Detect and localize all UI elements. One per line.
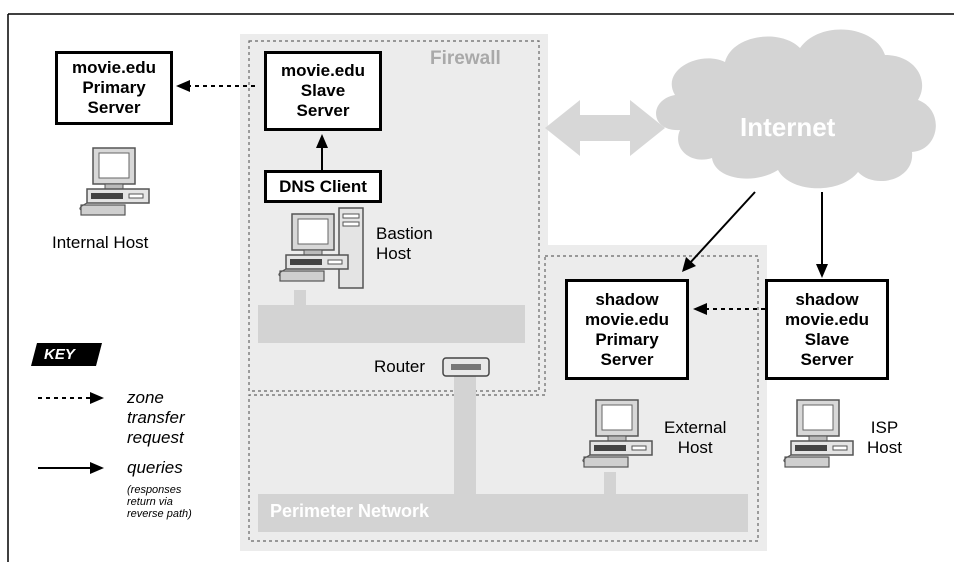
shadow-slave-server-box: shadow movie.edu Slave Server: [765, 279, 889, 380]
internet-cloud: [656, 29, 936, 189]
query-arrowhead-shadow-slave: [816, 264, 828, 278]
external-host-label: External Host: [664, 418, 726, 458]
isp-host-computer-icon: [783, 399, 854, 468]
key-note-label: (responses return via reverse path): [127, 484, 192, 520]
shadow-slave-line-3: Slave: [804, 329, 850, 349]
isp-host-label: ISP Host: [867, 418, 902, 458]
key-badge: [31, 343, 102, 366]
key-zone-line-1: zone: [127, 388, 164, 407]
bastion-host-line-2: Host: [376, 244, 411, 263]
shadow-slave-line-2: movie.edu: [784, 309, 870, 329]
key-note-line-3: reverse path): [127, 508, 192, 520]
external-host-link: [604, 472, 616, 496]
slave-server-line-2: Slave: [300, 81, 346, 100]
internet-label: Internet: [740, 112, 836, 142]
router-link: [454, 370, 476, 510]
shadow-primary-line-3: Primary: [595, 329, 659, 349]
internal-host-computer-icon: [79, 147, 150, 216]
key-zone-transfer-label: zone transfer request: [127, 388, 185, 448]
query-arrowhead-shadow-primary: [682, 257, 696, 272]
dns-client-box: DNS Client: [264, 170, 382, 203]
primary-server-line-2: Primary: [82, 78, 146, 97]
perimeter-boundary: [248, 255, 759, 542]
key-label: KEY: [44, 346, 75, 363]
shadow-primary-line-4: Server: [600, 349, 654, 369]
zone-transfer-arrowhead-shadow: [693, 303, 707, 315]
bastion-host-line-1: Bastion: [376, 224, 433, 243]
external-host-line-1: External: [664, 418, 727, 437]
external-host-line-2: Host: [677, 438, 713, 457]
perimeter-network-label: Perimeter Network: [270, 501, 430, 521]
movie-edu-slave-server-box: movie.edu Slave Server: [264, 51, 382, 131]
key-zone-line-2: transfer: [127, 408, 185, 427]
query-arrowhead-dns: [316, 134, 328, 148]
shadow-primary-server-box: shadow movie.edu Primary Server: [565, 279, 689, 380]
firewall-boundary: [248, 40, 540, 392]
movie-edu-primary-server-box: movie.edu Primary Server: [55, 51, 173, 125]
slave-server-line-1: movie.edu: [280, 61, 366, 80]
key-note-line-2: return via: [127, 496, 173, 508]
firewall-internet-link-arrow: [545, 100, 665, 156]
shadow-primary-line-1: shadow: [595, 289, 659, 309]
shadow-slave-line-1: shadow: [795, 289, 859, 309]
primary-server-line-3: Server: [87, 98, 141, 117]
router-label: Router: [374, 357, 426, 376]
key-queries-label: queries: [127, 458, 183, 477]
bastion-host-label: Bastion Host: [376, 224, 433, 264]
perimeter-network-bar: [258, 494, 748, 532]
internal-network-bar: [258, 305, 525, 343]
bastion-host-link: [294, 290, 306, 308]
key-note-line-1: (responses: [127, 484, 182, 496]
bastion-tower-icon: [338, 207, 364, 289]
shadow-primary-line-2: movie.edu: [584, 309, 670, 329]
zone-transfer-arrowhead-internal: [176, 80, 190, 92]
internal-host-label: Internal Host: [52, 233, 149, 252]
isp-host-line-1: ISP: [870, 418, 899, 437]
key-zone-line-3: request: [127, 428, 184, 447]
query-arrow-shadow-primary: [688, 191, 756, 265]
isp-host-line-2: Host: [867, 438, 902, 457]
dns-client-text: DNS Client: [279, 176, 367, 196]
firewall-label: Firewall: [430, 48, 501, 69]
shadow-slave-line-4: Server: [800, 349, 854, 369]
slave-server-line-3: Server: [296, 101, 350, 120]
primary-server-line-1: movie.edu: [71, 58, 157, 77]
